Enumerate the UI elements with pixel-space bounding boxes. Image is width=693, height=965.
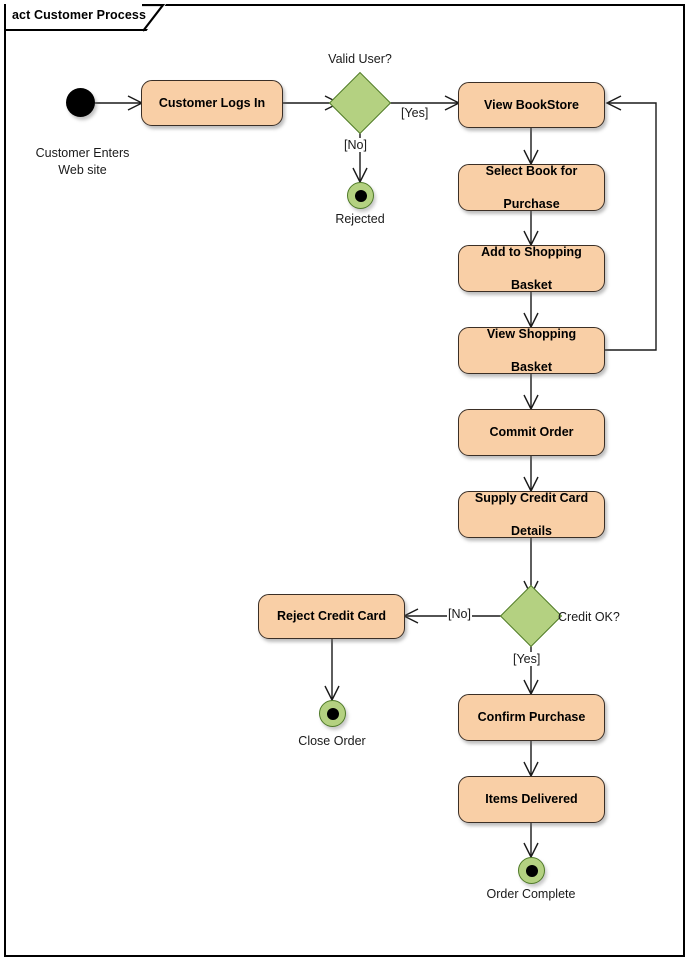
action-supply-credit-card-line2: Details [511, 523, 552, 538]
final-node-order-complete-caption: Order Complete [486, 887, 576, 901]
action-confirm-purchase[interactable]: Confirm Purchase [458, 694, 605, 741]
action-add-to-basket-line1: Add to Shopping [481, 244, 582, 259]
action-select-book-for-purchase[interactable]: Select Book for Purchase [458, 164, 605, 211]
action-view-bookstore-label: View BookStore [484, 97, 579, 112]
action-add-to-shopping-basket-label: Add to Shopping Basket [481, 244, 582, 294]
final-node-rejected-inner [354, 189, 367, 202]
page-title: act Customer Process [12, 8, 147, 22]
initial-node-caption-line1: Customer Enters [35, 146, 130, 160]
decision-credit-ok[interactable] [499, 584, 563, 648]
initial-node[interactable] [66, 88, 95, 117]
diagram-frame [4, 4, 685, 957]
decision-valid-user-label: Valid User? [328, 52, 392, 66]
action-view-basket-line1: View Shopping [486, 326, 577, 341]
final-node-order-complete[interactable] [518, 857, 545, 884]
action-view-shopping-basket-label: View Shopping Basket [487, 326, 576, 376]
action-customer-logs-in-label: Customer Logs In [158, 95, 266, 110]
decision-credit-ok-shape [499, 584, 563, 648]
decision-valid-user-shape [328, 71, 392, 135]
initial-node-caption: Customer Enters Web site [0, 145, 165, 179]
action-view-basket-line2: Basket [510, 359, 552, 374]
action-commit-order-label: Commit Order [489, 425, 574, 440]
action-items-delivered[interactable]: Items Delivered [458, 776, 605, 823]
action-view-bookstore[interactable]: View BookStore [458, 82, 605, 128]
action-confirm-purchase-label: Confirm Purchase [477, 710, 586, 725]
action-commit-order[interactable]: Commit Order [458, 409, 605, 456]
decision-valid-user[interactable] [328, 71, 392, 135]
action-customer-logs-in[interactable]: Customer Logs In [141, 80, 283, 126]
final-node-close-order-caption: Close Order [298, 734, 366, 748]
action-view-shopping-basket[interactable]: View Shopping Basket [458, 327, 605, 374]
final-node-close-order[interactable] [319, 700, 346, 727]
guard-valid-user-no: [No] [343, 138, 368, 152]
action-add-to-basket-line2: Basket [510, 277, 552, 292]
title-tab-notch-icon [142, 4, 166, 32]
final-node-close-order-inner [326, 707, 339, 720]
guard-credit-ok-yes: [Yes] [512, 652, 542, 666]
final-node-rejected-caption: Rejected [335, 212, 385, 226]
diagram-title-tab [4, 4, 166, 31]
action-items-delivered-label: Items Delivered [485, 792, 578, 807]
action-supply-credit-card-line1: Supply Credit Card [474, 490, 589, 505]
guard-credit-ok-no: [No] [447, 607, 472, 621]
guard-valid-user-yes: [Yes] [400, 106, 430, 120]
action-select-book-for-purchase-label: Select Book for Purchase [486, 163, 578, 213]
decision-credit-ok-label: Credit OK? [558, 610, 620, 624]
action-supply-credit-card-details-label: Supply Credit Card Details [475, 490, 588, 540]
action-supply-credit-card-details[interactable]: Supply Credit Card Details [458, 491, 605, 538]
action-select-book-line2: Purchase [503, 196, 560, 211]
final-node-order-complete-inner [525, 864, 538, 877]
final-node-rejected[interactable] [347, 182, 374, 209]
action-reject-credit-card[interactable]: Reject Credit Card [258, 594, 405, 639]
action-select-book-line1: Select Book for [485, 163, 578, 178]
initial-node-caption-line2: Web site [58, 162, 107, 177]
action-add-to-shopping-basket[interactable]: Add to Shopping Basket [458, 245, 605, 292]
action-reject-credit-card-label: Reject Credit Card [276, 609, 387, 624]
